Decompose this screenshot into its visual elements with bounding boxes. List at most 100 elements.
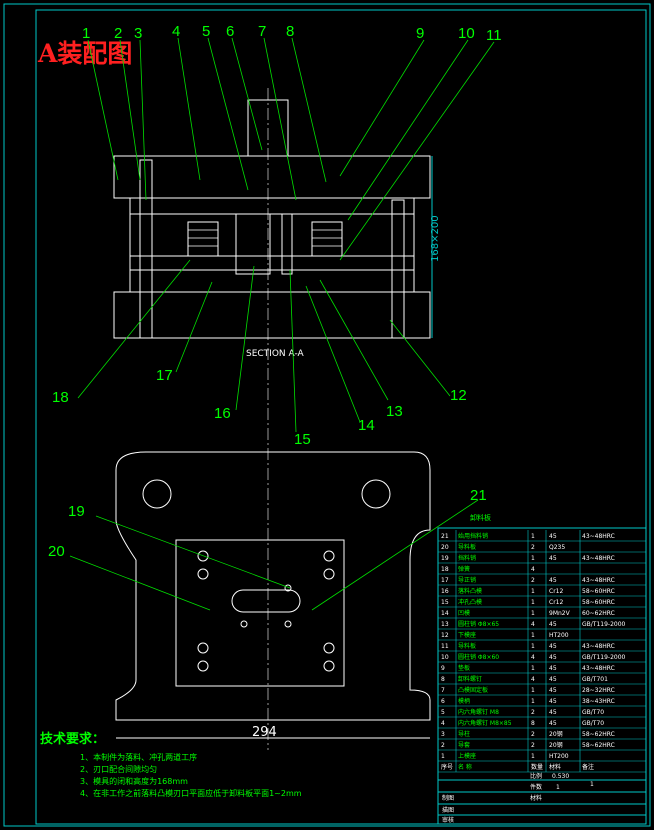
guide-post-right xyxy=(391,199,405,339)
tb-scale-label: 比例 xyxy=(530,772,542,780)
bom-row-1-name: 上模座 xyxy=(458,752,476,760)
bom-row-7-qty: 1 xyxy=(531,687,535,694)
bom-row-9-no: 9 xyxy=(441,665,445,672)
tech-item-3: 3、模具的闭和高度为168mm xyxy=(80,776,188,786)
bom-row-16-qty: 1 xyxy=(531,588,535,595)
bom-row-8-name: 卸料螺钉 xyxy=(458,675,482,683)
callout-21: 21 xyxy=(470,487,487,504)
callout-11: 11 xyxy=(486,27,502,44)
bom-row-6-qty: 1 xyxy=(531,698,535,705)
bom-row-16-material: Cr12 xyxy=(549,588,563,595)
tech-requirements: 技术要求： 1、本制件为落料、冲孔两道工序 2、刃口配合间隙均匀 3、模具的闭和… xyxy=(40,731,302,798)
backing-plate xyxy=(129,197,415,215)
bom-row-5-name: 内六角螺钉 M8 xyxy=(458,708,499,716)
callout-5: 5 xyxy=(202,23,210,40)
width-dimension: 294 xyxy=(252,725,277,740)
bom-row-8-qty: 4 xyxy=(531,676,535,683)
bom-row-12-qty: 1 xyxy=(531,632,535,639)
bom-row-4-no: 4 xyxy=(441,720,445,727)
bom-row-11-name: 导料板 xyxy=(458,642,476,650)
bom-row-3-qty: 2 xyxy=(531,731,535,738)
callout-19: 19 xyxy=(68,503,85,520)
plan-view: 294 xyxy=(115,451,431,740)
tech-item-1: 1、本制件为落料、冲孔两道工序 xyxy=(80,752,197,762)
spring-left xyxy=(187,221,219,257)
blanking-punch xyxy=(235,213,271,275)
bom-row-13-material: 45 xyxy=(549,621,557,628)
callout-12: 12 xyxy=(450,387,467,404)
bom-row-8-no: 8 xyxy=(441,676,445,683)
callout-10: 10 xyxy=(458,25,475,42)
title-block: 比例 0.530 1 件数 1 材料 制图 描图 审核 xyxy=(438,772,646,824)
bom-row-6-material: 45 xyxy=(549,698,557,705)
tech-item-2: 2、刃口配合间隙均匀 xyxy=(80,764,157,774)
bom-row-20-qty: 2 xyxy=(531,544,535,551)
bom-row-4-note: GB/T70 xyxy=(582,720,604,727)
bom-row-9-note: 43~48HRC xyxy=(582,665,615,672)
bom-row-12-name: 下模座 xyxy=(458,631,476,639)
callout-9: 9 xyxy=(416,25,424,42)
bom-row-10-qty: 4 xyxy=(531,654,535,661)
callout-16: 16 xyxy=(214,405,231,422)
bom-row-9-qty: 1 xyxy=(531,665,535,672)
bom-row-18-no: 18 xyxy=(441,566,449,573)
callout-6: 6 xyxy=(226,23,234,40)
bom-row-3-no: 3 xyxy=(441,731,445,738)
bom-row-17-note: 43~48HRC xyxy=(582,577,615,584)
bom-row-19-note: 43~48HRC xyxy=(582,555,615,562)
bom-row-20-no: 20 xyxy=(441,544,449,551)
tb-sheet: 1 xyxy=(590,781,594,788)
punch-holder-plate xyxy=(129,213,415,257)
bom-row-5-no: 5 xyxy=(441,709,445,716)
strip-label: 卸料板 xyxy=(470,513,491,522)
bom-row-8-material: 45 xyxy=(549,676,557,683)
bom-row-17-no: 17 xyxy=(441,577,449,584)
bom-row-2-no: 2 xyxy=(441,742,445,749)
guide-post-left xyxy=(139,159,153,339)
bom-row-21-no: 21 xyxy=(441,533,449,540)
bom-header-qty: 数量 xyxy=(531,763,543,771)
bom-row-15-material: Cr12 xyxy=(549,599,563,606)
bom-row-20-name: 导料板 xyxy=(458,543,476,551)
bom-row-7-no: 7 xyxy=(441,687,445,694)
bom-row-2-qty: 2 xyxy=(531,742,535,749)
tb-weight-label: 件数 xyxy=(530,783,542,791)
bom-header-note: 备注 xyxy=(582,763,594,771)
bom-row-7-note: 28~32HRC xyxy=(582,687,615,694)
callout-1: 1 xyxy=(82,25,90,42)
bom-row-5-note: GB/T70 xyxy=(582,709,604,716)
bom-row-1-no: 1 xyxy=(441,753,445,760)
bom-row-14-material: 9Mn2V xyxy=(549,610,571,617)
callout-20: 20 xyxy=(48,543,65,560)
callout-2: 2 xyxy=(114,25,122,42)
die-plate-plan xyxy=(175,539,345,687)
bom-row-14-no: 14 xyxy=(441,610,449,617)
bom-row-8-note: GB/T701 xyxy=(582,676,608,683)
bom-row-2-note: 58~62HRC xyxy=(582,742,615,749)
callout-3: 3 xyxy=(134,25,142,42)
bom-row-13-name: 圆柱销 Φ8×65 xyxy=(458,620,499,628)
bom-row-14-qty: 1 xyxy=(531,610,535,617)
bom-row-11-no: 11 xyxy=(441,643,449,650)
bom-row-13-no: 13 xyxy=(441,621,449,628)
bom-row-20-material: Q235 xyxy=(549,544,565,551)
outer-border xyxy=(3,3,651,827)
bom-row-16-note: 58~60HRC xyxy=(582,588,615,595)
bom-row-16-no: 16 xyxy=(441,588,449,595)
tb-approver: 审核 xyxy=(442,816,454,824)
bom-row-14-name: 凹模 xyxy=(458,609,470,617)
bom-row-2-material: 20钢 xyxy=(549,741,563,749)
bom-row-15-note: 58~60HRC xyxy=(582,599,615,606)
leader-lines xyxy=(69,37,495,611)
guide-hole-right xyxy=(361,479,391,509)
bom-row-7-name: 凸模固定板 xyxy=(458,686,488,694)
callout-18: 18 xyxy=(52,389,69,406)
bom-row-15-qty: 1 xyxy=(531,599,535,606)
bom-row-9-material: 45 xyxy=(549,665,557,672)
bom-row-17-material: 45 xyxy=(549,577,557,584)
tech-heading: 技术要求： xyxy=(40,731,105,747)
stripper-plate xyxy=(129,255,415,271)
bom-row-10-no: 10 xyxy=(441,654,449,661)
tb-scale: 0.530 xyxy=(552,773,569,780)
